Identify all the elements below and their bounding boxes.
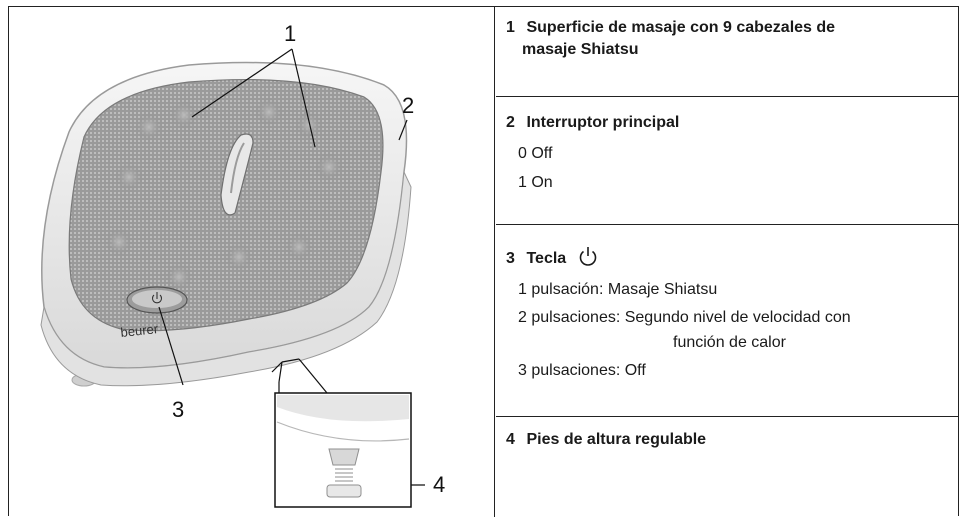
legend-item-3: 3 Tecla 1 pulsación: Masaje Shiatsu 2 pu…	[496, 225, 958, 417]
callout-4: 4	[433, 472, 446, 497]
item-4-title: 4 Pies de altura regulable	[506, 431, 707, 448]
product-figure: beurer	[9, 7, 494, 517]
item-3-line-3: función de calor	[673, 334, 786, 351]
item-2-line-1: 0 Off	[518, 145, 553, 162]
power-icon	[579, 247, 596, 266]
item-1-title-cont: masaje Shiatsu	[522, 41, 639, 58]
brand-logo: beurer	[120, 321, 160, 340]
item-3-line-1: 1 pulsación: Masaje Shiatsu	[518, 281, 718, 298]
legend-item-4: 4 Pies de altura regulable	[496, 417, 958, 517]
legend-item-2: 2 Interruptor principal 0 Off 1 On	[496, 97, 958, 225]
callout-2: 2	[402, 93, 415, 118]
callout-3: 3	[172, 397, 185, 422]
item-1-title: 1 Superficie de masaje con 9 cabezales d…	[506, 19, 836, 36]
item-3-line-4: 3 pulsaciones: Off	[518, 362, 646, 379]
item-2-title: 2 Interruptor principal	[506, 114, 680, 131]
foot-massager-illustration: beurer	[40, 48, 425, 508]
callout-1: 1	[284, 21, 297, 46]
document-frame: beurer	[8, 6, 959, 517]
item-2-line-2: 1 On	[518, 174, 553, 191]
item-3-title: 3 Tecla	[506, 245, 599, 270]
button-power-icon	[151, 292, 163, 304]
legend-table: 1 Superficie de masaje con 9 cabezales d…	[496, 7, 958, 517]
item-3-line-2: 2 pulsaciones: Segundo nivel de velocida…	[518, 309, 851, 326]
column-divider	[494, 7, 495, 517]
foot-detail-inset	[274, 392, 412, 508]
legend-item-1: 1 Superficie de masaje con 9 cabezales d…	[496, 7, 958, 97]
